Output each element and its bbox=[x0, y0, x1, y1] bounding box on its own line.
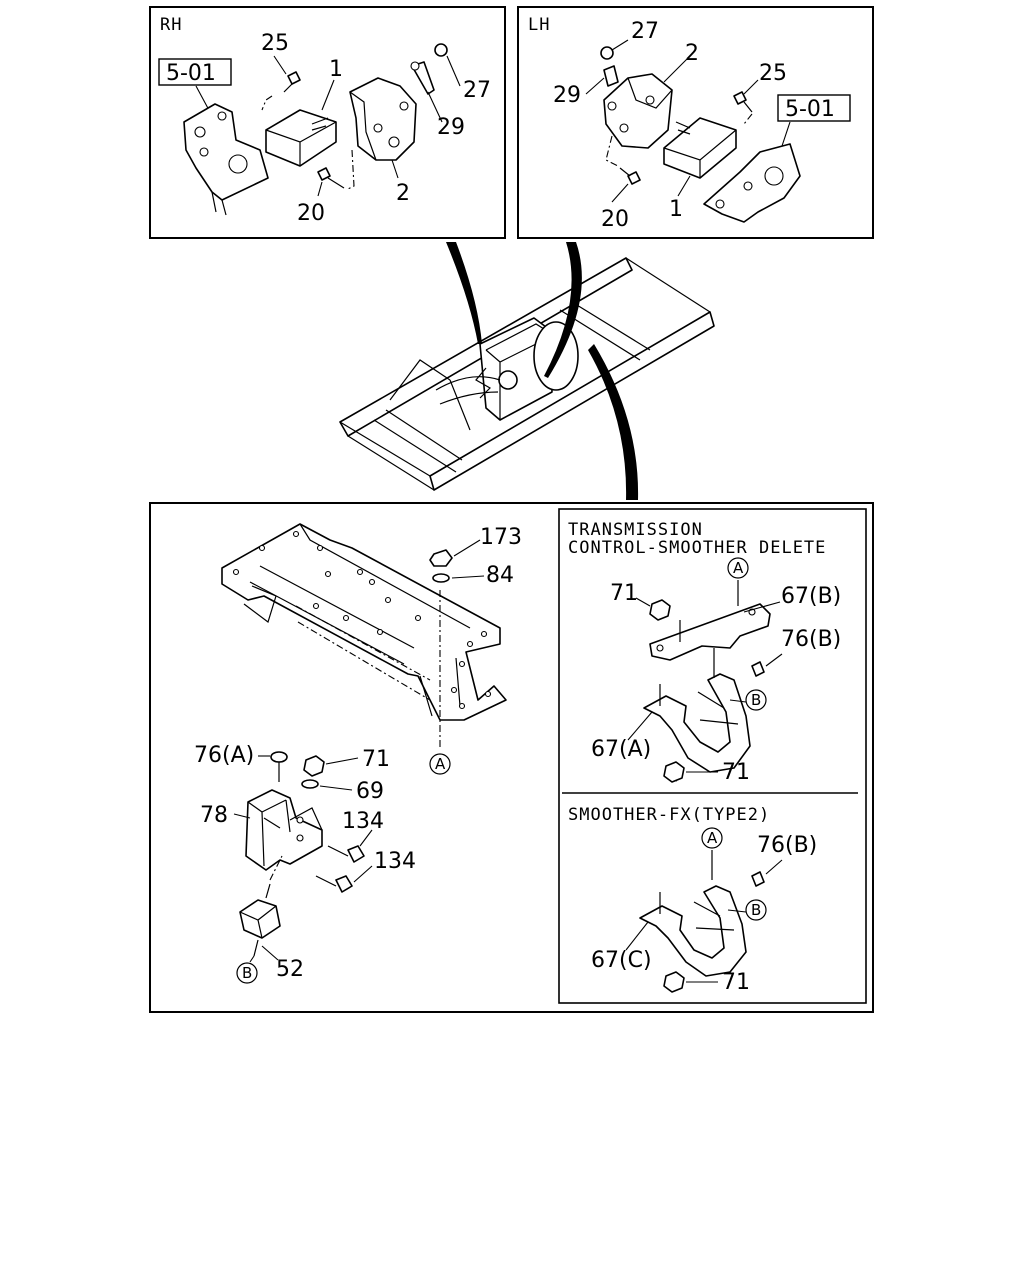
inset-smoother-fx: SMOOTHER-FX(TYPE2) A 76(B) B 67(C) 71 bbox=[568, 805, 817, 995]
reference-a-circle bbox=[429, 753, 451, 775]
frame-mount-panel: 173 84 A 76(A) 71 69 78 134 134 bbox=[149, 502, 874, 1013]
rh-callout-2: 2 bbox=[396, 181, 410, 206]
bolt-134-upper bbox=[347, 845, 365, 863]
washer-69 bbox=[301, 779, 319, 789]
lh-ref-box-label: 5-01 bbox=[785, 97, 835, 122]
chassis-overview bbox=[339, 242, 715, 500]
rh-nut-27 bbox=[434, 43, 448, 57]
rh-heading: RH bbox=[160, 15, 182, 35]
fx-reference-b-label: B bbox=[751, 901, 761, 919]
fx-reference-b-circle bbox=[745, 899, 767, 921]
inset-heading-line1: TRANSMISSION bbox=[568, 520, 703, 540]
td-bolt-76b bbox=[751, 661, 765, 677]
td-callout-76b: 76(B) bbox=[781, 627, 841, 652]
fx-u-bracket bbox=[639, 885, 747, 977]
rh-ref-box bbox=[158, 58, 232, 86]
lh-bolt-25 bbox=[733, 91, 747, 105]
fx-reference-a-circle bbox=[701, 827, 723, 849]
reference-a-label: A bbox=[435, 755, 446, 773]
rh-clip-29 bbox=[411, 61, 435, 95]
td-callout-67b: 67(B) bbox=[781, 584, 841, 609]
inset-heading-line2: CONTROL-SMOOTHER DELETE bbox=[568, 538, 826, 558]
rh-panel-frame bbox=[149, 6, 506, 239]
lh-bolt-20 bbox=[627, 171, 641, 185]
fx-reference-a-label: A bbox=[707, 829, 718, 847]
callout-134-lower: 134 bbox=[374, 849, 416, 874]
lh-mount-bracket bbox=[603, 73, 673, 149]
td-reference-b-label: B bbox=[751, 691, 761, 709]
lh-callout-25: 25 bbox=[759, 61, 787, 86]
lh-panel-frame bbox=[517, 6, 874, 239]
td-callout-67a: 67(A) bbox=[591, 737, 651, 762]
rh-panel: RH 5-01 bbox=[149, 6, 506, 239]
rh-frame-bracket bbox=[183, 103, 269, 201]
lh-frame-bracket bbox=[703, 143, 801, 223]
rh-callout-29: 29 bbox=[437, 115, 465, 140]
td-reference-a-label: A bbox=[733, 559, 744, 577]
mount-bracket-78 bbox=[245, 789, 323, 871]
callout-71: 71 bbox=[362, 747, 390, 772]
callout-69: 69 bbox=[356, 779, 384, 804]
driveshaft-flange bbox=[498, 370, 518, 390]
frame-rail-right bbox=[429, 311, 715, 491]
nut-71 bbox=[303, 755, 325, 777]
fx-nut-71 bbox=[663, 971, 685, 993]
inset-transmission-delete: TRANSMISSION CONTROL-SMOOTHER DELETE A 6… bbox=[558, 508, 867, 1004]
rh-callout-20: 20 bbox=[297, 201, 325, 226]
rh-ref-box-label: 5-01 bbox=[166, 61, 216, 86]
rh-callout-27: 27 bbox=[463, 78, 491, 103]
lh-clip-29 bbox=[603, 65, 619, 87]
nut-173 bbox=[429, 549, 453, 567]
lh-callout-27: 27 bbox=[631, 19, 659, 44]
fx-callout-71: 71 bbox=[722, 970, 750, 995]
lh-callout-29: 29 bbox=[553, 83, 581, 108]
lh-panel: LH 5-01 27 2 bbox=[517, 6, 874, 239]
rh-bolt-25 bbox=[287, 71, 301, 85]
callout-76a: 76(A) bbox=[194, 743, 254, 768]
td-nut-71-top bbox=[649, 599, 671, 621]
plate-67b bbox=[649, 603, 771, 661]
rh-engine-mount bbox=[265, 109, 337, 167]
fx-heading: SMOOTHER-FX(TYPE2) bbox=[568, 805, 770, 825]
lh-callout-2: 2 bbox=[685, 41, 699, 66]
callout-134-upper: 134 bbox=[342, 809, 384, 834]
frame-mount-panel-frame bbox=[149, 502, 874, 1013]
fx-bolt-76b bbox=[751, 871, 765, 887]
pointer-to-rh-mount bbox=[446, 242, 482, 344]
td-callout-71-top: 71 bbox=[610, 581, 638, 606]
callout-78: 78 bbox=[200, 803, 228, 828]
fx-callout-76b: 76(B) bbox=[757, 833, 817, 858]
lh-nut-27 bbox=[600, 46, 614, 60]
washer-84 bbox=[432, 573, 450, 583]
lh-callout-20: 20 bbox=[601, 207, 629, 232]
reference-b-circle bbox=[236, 962, 258, 984]
lh-ref-box bbox=[777, 94, 851, 122]
lh-heading: LH bbox=[528, 15, 550, 35]
rh-mount-bracket bbox=[349, 77, 417, 161]
rh-callout-25: 25 bbox=[261, 31, 289, 56]
td-reference-a-circle bbox=[727, 557, 749, 579]
lh-engine-mount bbox=[663, 117, 737, 179]
pointer-to-lh-mount bbox=[544, 242, 582, 378]
td-callout-71-bottom: 71 bbox=[722, 760, 750, 785]
td-u-bracket bbox=[643, 673, 751, 773]
reference-b-label: B bbox=[242, 964, 252, 982]
callout-84: 84 bbox=[486, 563, 514, 588]
callout-173: 173 bbox=[480, 525, 522, 550]
pointer-to-rear-mount bbox=[588, 344, 639, 500]
td-reference-b-circle bbox=[745, 689, 767, 711]
td-nut-71-bottom bbox=[663, 761, 685, 783]
callout-52: 52 bbox=[276, 957, 304, 982]
rh-callout-1: 1 bbox=[329, 57, 343, 82]
bolt-76a bbox=[270, 751, 288, 763]
fx-callout-67c: 67(C) bbox=[591, 948, 652, 973]
bolt-134-lower bbox=[335, 875, 353, 893]
rh-bolt-20 bbox=[317, 167, 331, 181]
lh-callout-1: 1 bbox=[669, 197, 683, 222]
inset-frame bbox=[558, 508, 867, 1004]
